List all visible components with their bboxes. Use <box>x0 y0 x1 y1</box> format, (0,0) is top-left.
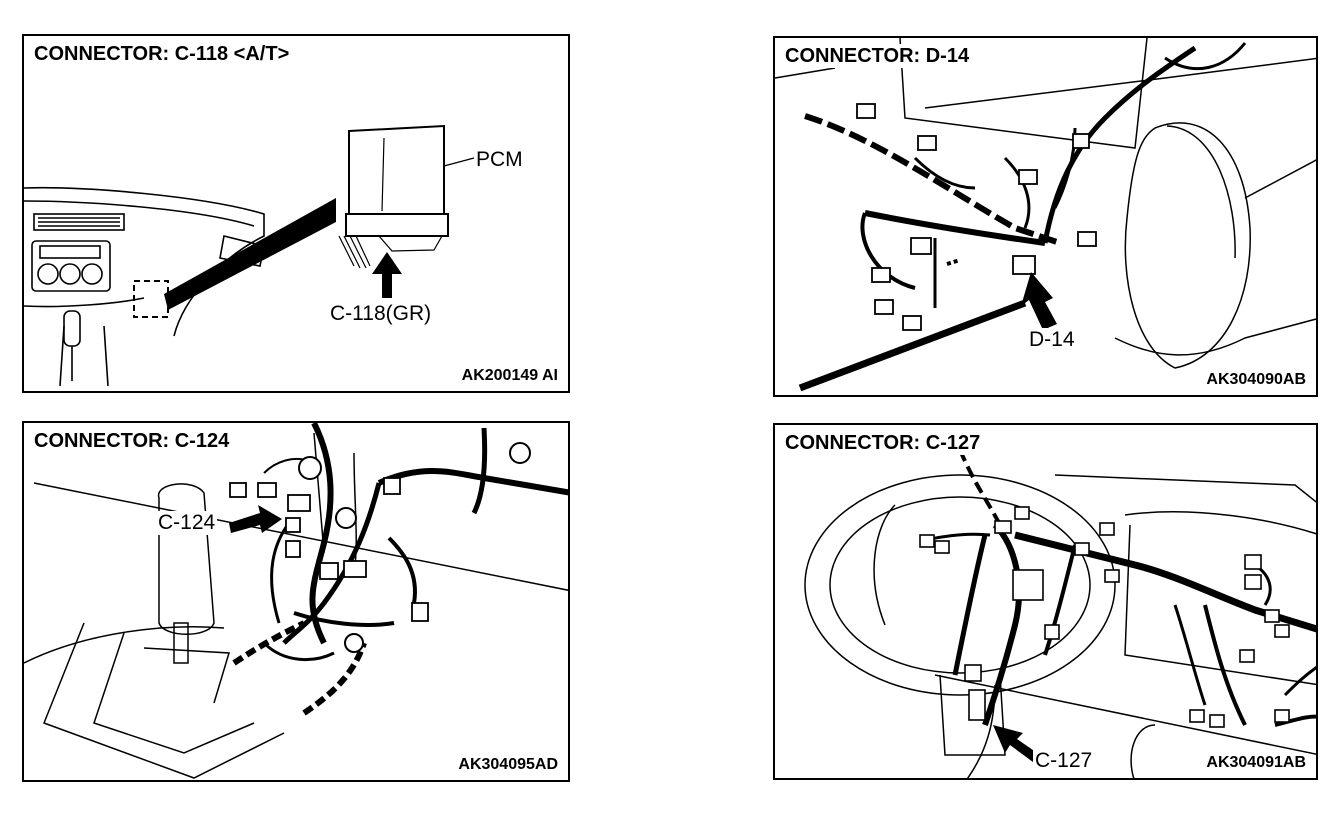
panel-title: CONNECTOR: C-127 <box>783 431 983 455</box>
pcm-label: PCM <box>474 148 525 172</box>
figure-code: AK304091AB <box>1204 753 1308 773</box>
c118-illustration <box>24 124 475 387</box>
panel-title: CONNECTOR: C-124 <box>32 429 232 453</box>
figure-code: AK304090AB <box>1204 370 1308 390</box>
figure-code: AK304095AD <box>456 755 560 775</box>
figure-code: AK200149 AI <box>459 366 560 386</box>
c124-label: C-124 <box>156 511 218 535</box>
c124-illustration <box>24 423 568 779</box>
c127-label: C-127 <box>1033 749 1095 773</box>
panel-title: CONNECTOR: C-118 <A/T> <box>32 42 292 66</box>
d14-illustration <box>775 38 1316 392</box>
connector-panel-d14: CONNECTOR: D-14 D-14 AK304090AB <box>773 36 1318 397</box>
connector-panel-c127: CONNECTOR: C-127 C-127 AK304091AB <box>773 423 1318 780</box>
connector-panel-c124: CONNECTOR: C-124 C-124 AK304095AD <box>22 421 570 782</box>
panel-title: CONNECTOR: D-14 <box>783 44 972 68</box>
connector-panel-c118: CONNECTOR: C-118 <A/T> PCM C-118(GR) AK2… <box>22 34 570 393</box>
c127-illustration <box>804 449 1316 778</box>
d14-label: D-14 <box>1027 328 1077 352</box>
c118-label: C-118(GR) <box>328 302 434 326</box>
